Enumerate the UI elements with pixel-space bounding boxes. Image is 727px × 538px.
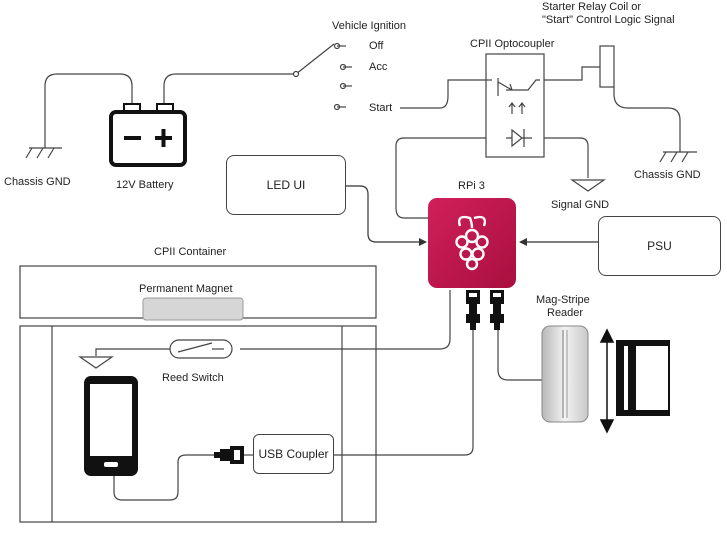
psu-label: PSU [647,239,672,253]
ground-icon [659,151,697,163]
switch-icon [292,42,352,111]
magnetic-card-icon [616,340,670,416]
reed-switch-label: Reed Switch [162,372,224,384]
container-body [19,325,377,523]
battery-icon [109,103,187,167]
permanent-magnet [142,297,244,321]
wire-reed-ground [95,348,170,356]
wire-reed-rpi [240,290,451,350]
usb-coupler-label: USB Coupler [258,447,329,461]
chassis-gnd-right-label: Chassis GND [634,169,701,181]
led-ui-box: LED UI [226,155,346,215]
ignition-acc-label: Acc [369,61,388,73]
starter-relay-coil [599,45,615,88]
usb-plug-icon [466,290,480,330]
wire-opto-signalgnd [532,137,589,178]
swipe-direction-arrow [599,328,615,434]
usb-plug-icon [490,290,504,330]
smartphone-icon [84,376,138,476]
reed-switch [169,339,233,359]
led-ui-label: LED UI [266,178,306,192]
arrow-ledui-rpi [345,185,427,246]
permanent-magnet-label: Permanent Magnet [139,283,233,295]
ignition-start-label: Start [369,102,393,114]
mag-stripe-label-line2: Reader [547,307,584,319]
optocoupler-label: CPII Optocoupler [470,38,555,50]
chassis-gnd-left-label: Chassis GND [4,176,71,188]
starter-relay-label-line2: "Start" Control Logic Signal [542,14,675,26]
signal-gnd-label: Signal GND [551,199,610,211]
wire-start-opto [400,79,486,109]
wire-battery-ignition [163,73,296,106]
cpii-container-label: CPII Container [154,246,227,258]
wire-relay-gnd [613,87,681,152]
ground-icon [570,179,606,192]
psu-box: PSU [598,216,721,276]
optocoupler-symbol [485,53,545,158]
starter-relay-label-line1: Starter Relay Coil or [542,1,642,13]
mag-stripe-label-line1: Mag-Stripe [536,294,590,306]
wire-rpi-reader [497,330,542,381]
mag-stripe-reader [541,325,589,423]
wire-coupler-rpi [333,330,474,456]
wire-rpi-opto [395,137,506,219]
wire-chassis-battery [44,73,133,148]
ignition-off-label: Off [369,40,384,52]
vehicle-ignition-label: Vehicle Ignition [332,20,406,32]
ground-icon [25,147,62,159]
battery-label: 12V Battery [116,179,174,191]
ground-icon [78,356,114,369]
raspberry-pi-logo [428,198,516,288]
usb-coupler-box: USB Coupler [253,434,334,474]
rpi-label: RPi 3 [458,180,485,192]
usb-plug-icon [214,446,244,464]
wire-opto-relay [540,66,600,81]
wire-phone-usb [113,454,214,501]
